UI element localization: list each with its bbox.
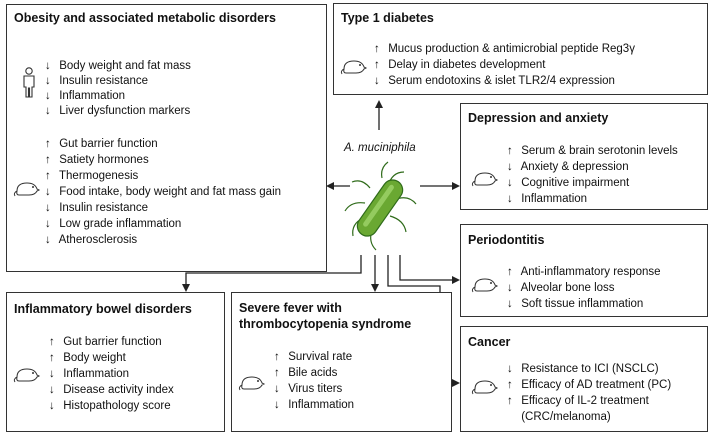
ibd-item-3: ↓ Inflammation — [49, 368, 130, 380]
depression-item-3: ↓ Cognitive impairment — [507, 177, 630, 189]
t1d-box: Type 1 diabetes ↑ Mucus production & ant… — [333, 3, 708, 95]
depression-title: Depression and anxiety — [468, 111, 609, 125]
sfts-item-1: ↑ Survival rate — [274, 351, 353, 363]
sfts-title-line2: thrombocytopenia syndrome — [239, 317, 412, 331]
mouse-icon — [471, 278, 499, 293]
depression-item-2: ↓ Anxiety & depression — [507, 161, 629, 173]
obesity-mouse-item-6: ↓ Low grade inflammation — [45, 218, 182, 230]
mouse-icon — [238, 376, 266, 391]
sfts-item-2: ↑ Bile acids — [274, 367, 338, 379]
depression-item-1: ↑ Serum & brain serotonin levels — [507, 145, 678, 157]
arrow-to-ibd — [182, 255, 362, 292]
sfts-item-4: ↓ Inflammation — [274, 399, 355, 411]
ibd-item-1: ↑ Gut barrier function — [49, 336, 162, 348]
obesity-title: Obesity and associated metabolic disorde… — [14, 11, 276, 25]
sfts-box: Severe fever with thrombocytopenia syndr… — [231, 292, 452, 432]
periodontitis-item-2: ↓ Alveolar bone loss — [507, 282, 615, 294]
obesity-box: Obesity and associated metabolic disorde… — [6, 4, 327, 272]
obesity-mouse-item-7: ↓ Atherosclerosis — [45, 234, 138, 246]
mouse-icon — [471, 380, 499, 395]
obesity-mouse-item-4: ↓ Food intake, body weight and fat mass … — [45, 186, 282, 198]
t1d-item-2: ↑ Delay in diabetes development — [374, 59, 546, 71]
cancer-title: Cancer — [468, 335, 511, 349]
sfts-title-line1: Severe fever with — [239, 301, 342, 315]
t1d-title: Type 1 diabetes — [341, 11, 434, 25]
ibd-item-5: ↓ Histopathology score — [49, 400, 171, 412]
mouse-icon — [13, 182, 41, 197]
cancer-item-2: ↑ Efficacy of AD treatment (PC) — [507, 379, 672, 391]
t1d-item-1: ↑ Mucus production & antimicrobial pepti… — [374, 43, 635, 55]
ibd-title: Inflammatory bowel disorders — [14, 302, 192, 316]
human-figure-icon — [23, 67, 35, 98]
obesity-human-item-2: ↓ Insulin resistance — [45, 75, 149, 87]
t1d-item-3: ↓ Serum endotoxins & islet TLR2/4 expres… — [374, 75, 615, 87]
depression-box: Depression and anxiety ↑ Serum & brain s… — [460, 103, 708, 210]
periodontitis-item-1: ↑ Anti-inflammatory response — [507, 266, 661, 278]
obesity-human-item-3: ↓ Inflammation — [45, 90, 126, 102]
mouse-icon — [471, 172, 499, 187]
periodontitis-title: Periodontitis — [468, 233, 545, 247]
ibd-item-2: ↑ Body weight — [49, 352, 126, 364]
organism-label: A. muciniphila — [344, 142, 416, 154]
depression-item-4: ↓ Inflammation — [507, 193, 588, 205]
mouse-icon — [340, 60, 368, 75]
obesity-mouse-item-5: ↓ Insulin resistance — [45, 202, 149, 214]
bacterium-icon — [344, 161, 417, 251]
periodontitis-box: Periodontitis ↑ Anti-inflammatory respon… — [460, 224, 708, 317]
obesity-mouse-item-2: ↑ Satiety hormones — [45, 154, 149, 166]
ibd-box: Inflammatory bowel disorders ↑ Gut barri… — [6, 292, 225, 432]
arrow-to-periodontitis — [399, 255, 460, 284]
mouse-icon — [13, 368, 41, 383]
cancer-item-4: (CRC/melanoma) — [521, 411, 611, 423]
sfts-item-3: ↓ Virus titers — [274, 383, 343, 395]
obesity-mouse-item-1: ↑ Gut barrier function — [45, 138, 158, 150]
cancer-item-3: ↑ Efficacy of IL-2 treatment — [507, 395, 649, 407]
obesity-human-item-1: ↓ Body weight and fat mass — [45, 60, 191, 72]
cancer-item-1: ↓ Resistance to ICI (NSCLC) — [507, 363, 659, 375]
periodontitis-item-3: ↓ Soft tissue inflammation — [507, 298, 644, 310]
cancer-box: Cancer ↓ Resistance to ICI (NSCLC) ↑ Eff… — [460, 326, 708, 432]
obesity-human-item-4: ↓ Liver dysfunction markers — [45, 105, 191, 117]
ibd-item-4: ↓ Disease activity index — [49, 384, 174, 396]
obesity-mouse-item-3: ↑ Thermogenesis — [45, 170, 139, 182]
